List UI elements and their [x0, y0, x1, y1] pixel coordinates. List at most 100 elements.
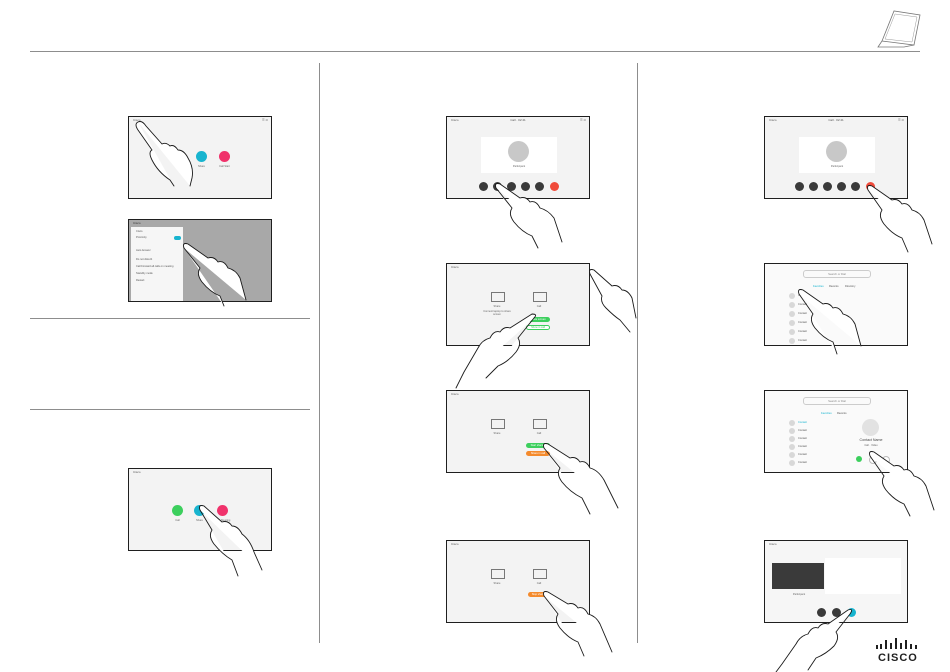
- call-control-button[interactable]: [817, 608, 826, 617]
- menu-item[interactable]: Cisco: [136, 230, 143, 233]
- merge-button[interactable]: [847, 608, 856, 617]
- settings-menu-panel: Cisco Proximity Auto Answer Do not distu…: [131, 227, 183, 301]
- menu-item[interactable]: Standby mode: [136, 272, 153, 275]
- join-meeting-button[interactable]: [217, 505, 228, 516]
- avatar: [789, 444, 795, 450]
- right-caption: Call: [536, 305, 542, 308]
- cisco-bridge-icon: [876, 638, 917, 649]
- call-control-button[interactable]: [809, 182, 818, 191]
- menu-item[interactable]: Call Forward all calls on meeting: [136, 265, 174, 268]
- share-screen-button[interactable]: Share screen: [526, 317, 550, 322]
- screen-title: Cisco: [769, 118, 777, 122]
- call-control-button[interactable]: [535, 182, 544, 191]
- menu-item[interactable]: Do not disturb: [136, 258, 153, 261]
- call-duration: Call · 02:41: [828, 118, 844, 122]
- top-rule: [30, 51, 920, 52]
- stop-sharing-button[interactable]: Stop sharing: [528, 592, 550, 597]
- screen-title: Cisco: [133, 118, 141, 122]
- avatar: [789, 420, 795, 426]
- caller-card: Participant: [799, 137, 875, 173]
- call-contact-button[interactable]: [856, 456, 862, 462]
- tab-favorites[interactable]: Favorites: [813, 285, 824, 288]
- list-item[interactable]: Contact: [798, 330, 807, 333]
- tab-favorites[interactable]: Favorites: [821, 412, 832, 415]
- screen-icon: [533, 569, 547, 579]
- col3-screen-in-call: Cisco Call · 02:41 ☰ ⊙ Participant: [764, 116, 908, 199]
- avatar: [789, 293, 795, 299]
- list-item[interactable]: Contact: [798, 437, 807, 440]
- pointing-hand-icon: [135, 121, 193, 187]
- call-control-button[interactable]: [521, 182, 530, 191]
- call-control-button[interactable]: [479, 182, 488, 191]
- share-label: Share: [196, 519, 203, 522]
- call-control-button[interactable]: [832, 608, 841, 617]
- call-control-button[interactable]: [823, 182, 832, 191]
- call-label: Call: [175, 519, 180, 522]
- tab-recents[interactable]: Recents: [829, 285, 839, 288]
- call-start-label: Call Start: [219, 165, 230, 168]
- avatar: [508, 141, 529, 162]
- list-item[interactable]: Contact: [798, 339, 807, 342]
- section-divider-1: [30, 318, 310, 319]
- search-input[interactable]: Search or Dial: [803, 397, 871, 405]
- list-item[interactable]: Contact: [798, 312, 807, 315]
- caller-label: Participant: [830, 165, 844, 168]
- toggle-switch[interactable]: [174, 236, 181, 240]
- call-control-button[interactable]: [795, 182, 804, 191]
- avatar: [789, 311, 795, 317]
- screen-status-icons: ☰ ⊙: [579, 118, 586, 122]
- pointing-hand-icon: [455, 313, 537, 389]
- list-item[interactable]: Contact: [798, 321, 807, 324]
- pointing-hand-icon: [495, 183, 563, 249]
- avatar: [789, 338, 795, 344]
- add-call-button[interactable]: [851, 182, 860, 191]
- share-in-call-button[interactable]: Share in call: [526, 451, 550, 456]
- caller-label: Participant: [512, 165, 526, 168]
- tab-directory[interactable]: Directory: [845, 285, 856, 288]
- menu-item[interactable]: Restart: [136, 279, 145, 282]
- pointing-hand-icon: [543, 591, 613, 657]
- col3-screen-directory: Search or Dial Favorites Recents Directo…: [764, 263, 908, 346]
- pointing-hand-icon: [775, 609, 853, 672]
- list-item[interactable]: Contact: [798, 453, 807, 456]
- list-item[interactable]: Contact: [798, 429, 807, 432]
- cisco-logo-text: CISCO: [878, 652, 918, 664]
- share-button[interactable]: [196, 151, 207, 162]
- screen-title: Cisco: [133, 470, 141, 474]
- share-label: Share: [198, 165, 205, 168]
- left-caption: Share: [493, 582, 501, 585]
- call-button[interactable]: [172, 505, 183, 516]
- list-item[interactable]: Contact: [798, 461, 807, 464]
- screen-title: Cisco: [769, 542, 777, 546]
- tab-recents[interactable]: Recents: [837, 412, 847, 415]
- call-control-button[interactable]: [507, 182, 516, 191]
- call-control-button[interactable]: [837, 182, 846, 191]
- screen-title: Cisco: [451, 265, 459, 269]
- list-item[interactable]: Contact: [798, 421, 807, 424]
- left-description: Connect laptop to share screen: [483, 310, 511, 316]
- left-caption: Share: [493, 305, 501, 308]
- contact-subtitle: Call · Video: [864, 444, 878, 447]
- search-input[interactable]: Search or Dial: [803, 270, 871, 278]
- menu-item[interactable]: Proximity: [136, 236, 147, 239]
- screen-status-icons: ☰ ⊙: [897, 118, 904, 122]
- remote-tile: [825, 558, 901, 594]
- end-call-button[interactable]: [550, 182, 559, 191]
- menu-item[interactable]: Auto Answer: [136, 249, 151, 252]
- join-meeting-label: Join Meeting: [215, 519, 231, 522]
- right-caption: Call: [536, 432, 542, 435]
- caller-card: Participant: [481, 137, 557, 173]
- call-start-button[interactable]: [219, 151, 230, 162]
- screen-icon: [533, 292, 547, 302]
- cisco-logo: CISCO: [876, 636, 922, 666]
- list-item[interactable]: Contact: [798, 445, 807, 448]
- start-sharing-button[interactable]: Start sharing: [526, 443, 550, 448]
- list-item[interactable]: Contact: [798, 303, 807, 306]
- screen-title: Cisco: [133, 221, 141, 225]
- self-view-tile: [772, 563, 824, 589]
- right-caption: Call: [536, 582, 542, 585]
- contact-avatar: [862, 419, 879, 436]
- share-button[interactable]: [194, 505, 205, 516]
- avatar: [789, 320, 795, 326]
